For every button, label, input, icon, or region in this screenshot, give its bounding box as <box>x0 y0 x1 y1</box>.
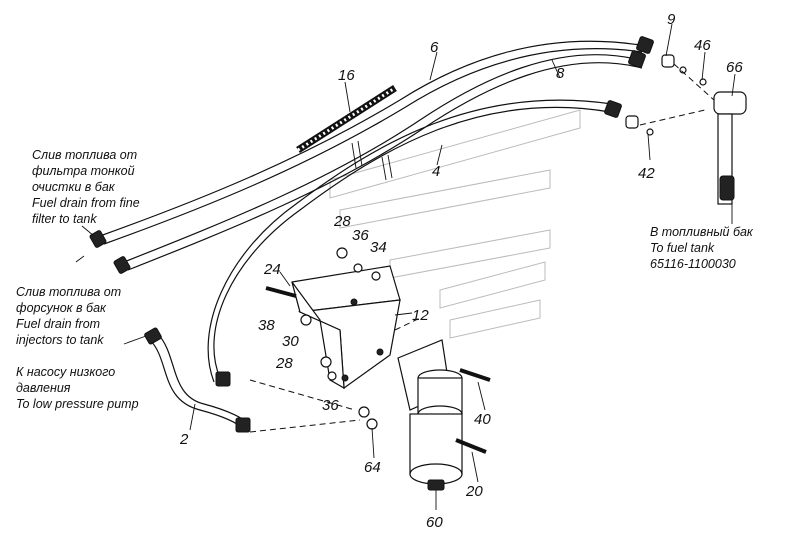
background-stripes <box>329 109 581 339</box>
svg-text:Fuel drain from: Fuel drain from <box>16 317 100 331</box>
svg-text:injectors to tank: injectors to tank <box>16 333 104 347</box>
fitting-ends <box>89 36 654 433</box>
callout-9: 9 <box>667 11 676 28</box>
callout-46: 46 <box>694 37 711 54</box>
adapter-parts <box>625 54 707 136</box>
svg-text:В топливный бак: В топливный бак <box>650 225 754 239</box>
callout-20: 20 <box>465 483 483 500</box>
callout-numbers: 6 8 9 46 66 42 4 16 28 36 34 24 12 38 30… <box>179 11 743 531</box>
svg-text:Fuel drain from fine: Fuel drain from fine <box>32 196 140 210</box>
callout-60: 60 <box>426 514 443 531</box>
pipe-2 <box>149 339 246 431</box>
callout-36-bottom: 36 <box>322 397 339 414</box>
pipe-8 <box>123 54 641 263</box>
callout-38: 38 <box>258 317 275 334</box>
callout-28-bottom: 28 <box>275 355 293 372</box>
callout-8: 8 <box>556 65 565 82</box>
svg-text:65116-1100030: 65116-1100030 <box>650 257 736 271</box>
note-low-pressure: К насосу низкого давления To low pressur… <box>16 365 139 411</box>
callout-2: 2 <box>179 431 189 448</box>
callout-28-top: 28 <box>333 213 351 230</box>
leader-lines <box>189 23 736 510</box>
callout-42: 42 <box>638 165 655 182</box>
pipe-4 <box>213 106 611 379</box>
callout-40: 40 <box>474 411 491 428</box>
callout-16: 16 <box>338 67 355 84</box>
callout-66: 66 <box>726 59 743 76</box>
svg-text:очистки в бак: очистки в бак <box>32 180 116 194</box>
svg-text:форсунок в бак: форсунок в бак <box>16 301 107 315</box>
note-injectors: Слив топлива от форсунок в бак Fuel drai… <box>16 285 121 347</box>
note-fuel-tank: В топливный бак To fuel tank 65116-11000… <box>650 225 754 271</box>
callout-34: 34 <box>370 239 387 256</box>
bracket-12 <box>291 265 401 390</box>
svg-text:Слив топлива от: Слив топлива от <box>32 148 137 162</box>
callout-36-top: 36 <box>352 227 369 244</box>
note-fine-filter: Слив топлива от фильтра тонкой очистки в… <box>32 148 140 226</box>
callout-6: 6 <box>430 39 439 56</box>
callout-12: 12 <box>412 307 429 324</box>
svg-text:давления: давления <box>16 381 71 395</box>
svg-text:фильтра тонкой: фильтра тонкой <box>32 164 135 178</box>
svg-text:To fuel tank: To fuel tank <box>650 241 715 255</box>
fuel-filter-60 <box>397 339 463 491</box>
svg-text:filter to tank: filter to tank <box>32 212 97 226</box>
svg-text:К насосу низкого: К насосу низкого <box>16 365 115 379</box>
callout-30: 30 <box>282 333 299 350</box>
callout-24: 24 <box>263 261 281 278</box>
callout-4: 4 <box>432 163 440 180</box>
pipe-6 <box>99 40 641 237</box>
nuts <box>300 247 381 430</box>
svg-text:To low pressure pump: To low pressure pump <box>16 397 139 411</box>
callout-64: 64 <box>364 459 381 476</box>
rod-16 <box>296 85 397 153</box>
tank-fitting-66 <box>713 91 747 224</box>
svg-text:Слив топлива от: Слив топлива от <box>16 285 121 299</box>
